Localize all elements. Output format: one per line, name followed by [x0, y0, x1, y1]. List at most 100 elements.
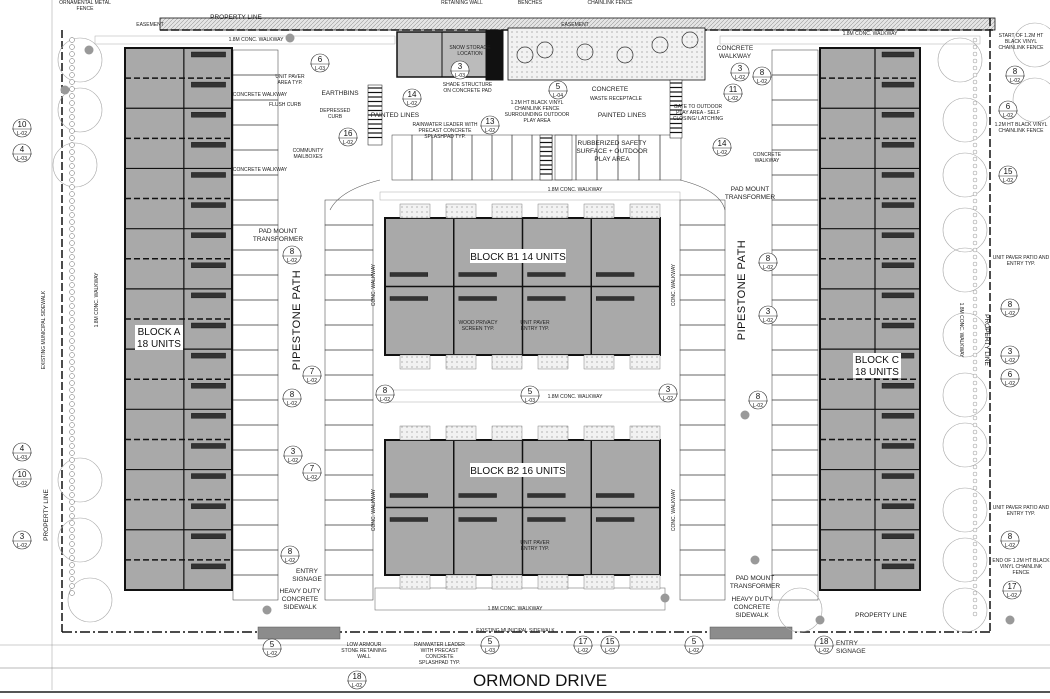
unit-label-tag	[191, 81, 226, 88]
callout-circle	[283, 445, 303, 465]
hedge-shrub	[69, 485, 75, 491]
unit-label-tag	[458, 296, 497, 301]
fence-post	[972, 149, 978, 155]
pipestone-path-left: PIPESTONE PATH	[291, 270, 303, 371]
tree-icon	[57, 457, 103, 503]
unit-label-tag	[881, 533, 915, 539]
hedge-shrub	[69, 282, 75, 288]
hedge-shrub	[69, 198, 75, 204]
callout-sheet: L-02	[728, 96, 738, 102]
callout-circle	[998, 165, 1018, 185]
block-b1	[384, 203, 661, 370]
fence-post	[972, 597, 978, 603]
detail-callout: 18L-02	[814, 635, 834, 655]
detail-callout: 15L-02	[600, 635, 620, 655]
unit-label-tag	[881, 262, 915, 268]
hedge-shrub	[69, 142, 75, 148]
hedge-shrub	[69, 380, 75, 386]
fence-post	[972, 331, 978, 337]
block-c-label: BLOCK C	[855, 355, 899, 366]
fence-post	[972, 107, 978, 113]
fence-post	[972, 198, 978, 204]
detail-callout: 18L-02	[347, 670, 367, 690]
shrub-icon	[262, 605, 272, 615]
hedge-shrub	[69, 513, 75, 519]
callout-sheet: L-02	[763, 265, 773, 271]
detail-callout: 3L-02	[12, 530, 32, 550]
unit-label-tag	[527, 517, 566, 522]
callout-number: 17	[579, 637, 588, 646]
callout-circle	[310, 53, 330, 73]
entry-stair	[629, 574, 661, 590]
chainlink-fence-post	[485, 29, 504, 81]
unit-label-tag	[191, 202, 226, 208]
callout-sheet: L-02	[753, 403, 763, 409]
callout-sheet: L-02	[1005, 358, 1015, 364]
unit-label-tag	[881, 443, 915, 449]
callout-number: 8	[288, 547, 293, 556]
fence-post	[972, 121, 978, 127]
fence-post	[972, 492, 978, 498]
fence-post	[972, 387, 978, 393]
fence-post	[972, 429, 978, 435]
entry-stair	[583, 574, 615, 590]
callout-sheet: L-02	[819, 648, 829, 654]
hedge-shrub	[69, 149, 75, 155]
unit-label-tag	[881, 563, 915, 570]
unit-label-tag	[191, 262, 226, 268]
callout-sheet: L-03	[485, 648, 495, 654]
unit-label-tag	[596, 272, 635, 277]
hedge-shrub	[69, 72, 75, 78]
hedge-shrub	[69, 219, 75, 225]
fence-post	[972, 303, 978, 309]
block-c-label-bg	[853, 353, 901, 366]
fence-post	[972, 604, 978, 610]
note-label: EXISTING MUNICIPAL SIDEWALK	[41, 290, 47, 369]
hedge-shrub	[69, 401, 75, 407]
block-b2	[384, 425, 661, 590]
block-a-outline	[124, 47, 233, 591]
fence-post	[972, 184, 978, 190]
fence-post	[972, 583, 978, 589]
hedge-shrub	[69, 331, 75, 337]
hedge-shrub	[69, 44, 75, 50]
note-label: CONC. WALKWAY	[671, 263, 677, 306]
callout-number: 7	[310, 367, 315, 376]
callout-circle	[480, 115, 500, 135]
detail-callout: 5L-03	[520, 385, 540, 405]
shrub-icon	[285, 33, 295, 43]
callout-number: 8	[760, 68, 765, 77]
callout-sheet: L-04	[553, 93, 563, 99]
hedge-shrub	[69, 86, 75, 92]
hedge-shrub	[69, 590, 75, 596]
callout-circle	[12, 468, 32, 488]
entry-stair	[399, 354, 431, 370]
callout-circle	[338, 127, 358, 147]
callout-sheet: L-02	[1003, 178, 1013, 184]
detail-callout: 10L-02	[12, 118, 32, 138]
hedge-shrub	[69, 93, 75, 99]
walkway-mid-top	[379, 191, 681, 201]
unit-label-tag	[191, 563, 226, 570]
callout-number: 5	[692, 637, 697, 646]
callout-sheet: L-02	[17, 131, 27, 137]
callout-circle	[12, 118, 32, 138]
unit-label-tag	[389, 296, 429, 301]
detail-callout: 3L-02	[730, 62, 750, 82]
play-equipment	[536, 41, 554, 59]
unit-label-tag	[191, 232, 226, 238]
callout-number: 3	[1008, 347, 1013, 356]
hedge-shrub	[69, 261, 75, 267]
fence-post	[972, 310, 978, 316]
unit-label-tag	[458, 517, 497, 522]
callout-number: 3	[291, 447, 296, 456]
shrub-icon	[660, 593, 670, 603]
callout-circle	[573, 635, 593, 655]
hedge-shrub	[69, 135, 75, 141]
callout-circle	[1005, 65, 1025, 85]
callout-sheet: L-03	[17, 156, 27, 162]
unit-label-tag	[881, 172, 915, 178]
callout-number: 15	[1004, 167, 1013, 176]
callout-sheet: L-02	[287, 258, 297, 264]
fence-post	[972, 499, 978, 505]
